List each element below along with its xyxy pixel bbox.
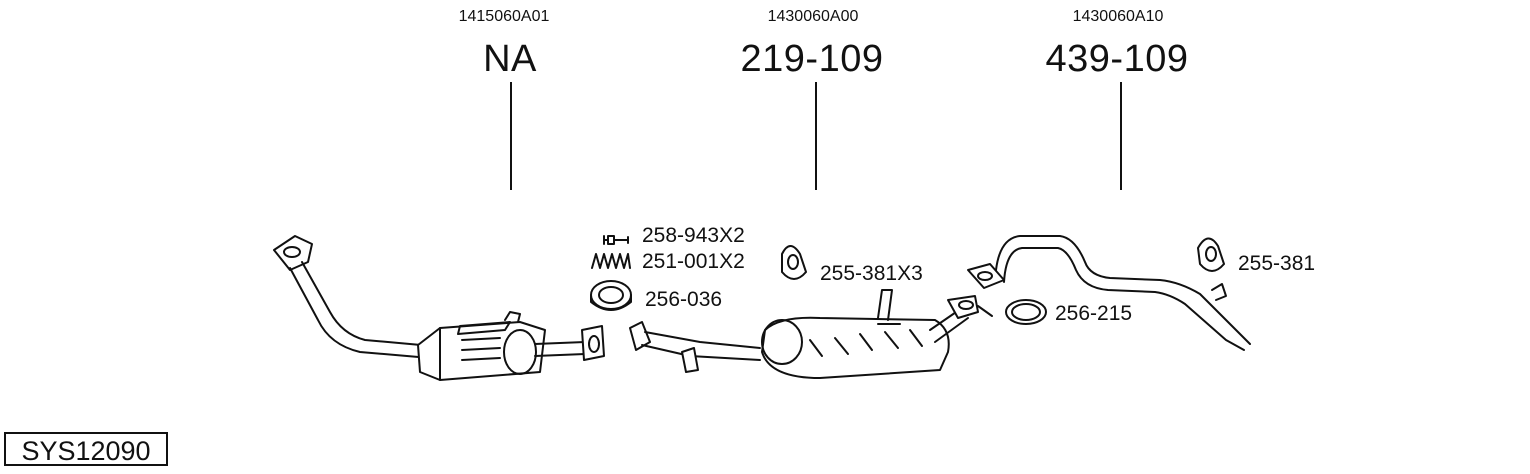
front-gasket-icon [590, 280, 632, 311]
front-flange-icon [273, 235, 313, 271]
rear-gasket-icon [1005, 299, 1047, 325]
rear-hanger-icon [1197, 237, 1225, 272]
bolt-icon [603, 235, 629, 245]
middle-hanger-callout: 255-381X3 [820, 262, 923, 285]
middle-hanger-icon [781, 245, 807, 280]
section-2-oem-number: 1430060A00 [767, 8, 859, 25]
rear-flange-icon [967, 263, 1005, 289]
section-3-leader-line [1120, 82, 1122, 190]
spring-callout: 251-001X2 [642, 250, 745, 273]
rear-hanger-callout: 255-381 [1238, 252, 1316, 275]
main-silencer-icon [761, 289, 950, 379]
section-1-outlet-icon [534, 325, 605, 361]
section-2-leader-line [815, 82, 817, 190]
front-pipe-icon [289, 261, 433, 359]
rear-gasket-callout: 256-215 [1055, 302, 1133, 325]
section-1-part-number: NA [483, 38, 537, 80]
bolt-callout: 258-943X2 [642, 224, 745, 247]
section-3-oem-number: 1430060A10 [1072, 8, 1164, 25]
section-2-part-number: 219-109 [740, 38, 884, 80]
system-id-box: SYS12090 [4, 432, 168, 466]
section-3-part-number: 439-109 [1045, 38, 1189, 80]
spring-icon [591, 253, 631, 269]
section-2-outlet-icon [929, 295, 993, 343]
front-gasket-callout: 256-036 [645, 288, 723, 311]
front-silencer-icon [417, 311, 546, 381]
section-1-oem-number: 1415060A01 [458, 8, 550, 25]
section-1-leader-line [510, 82, 512, 190]
middle-pipe-icon [629, 321, 761, 373]
tail-pipe-icon [995, 235, 1251, 351]
